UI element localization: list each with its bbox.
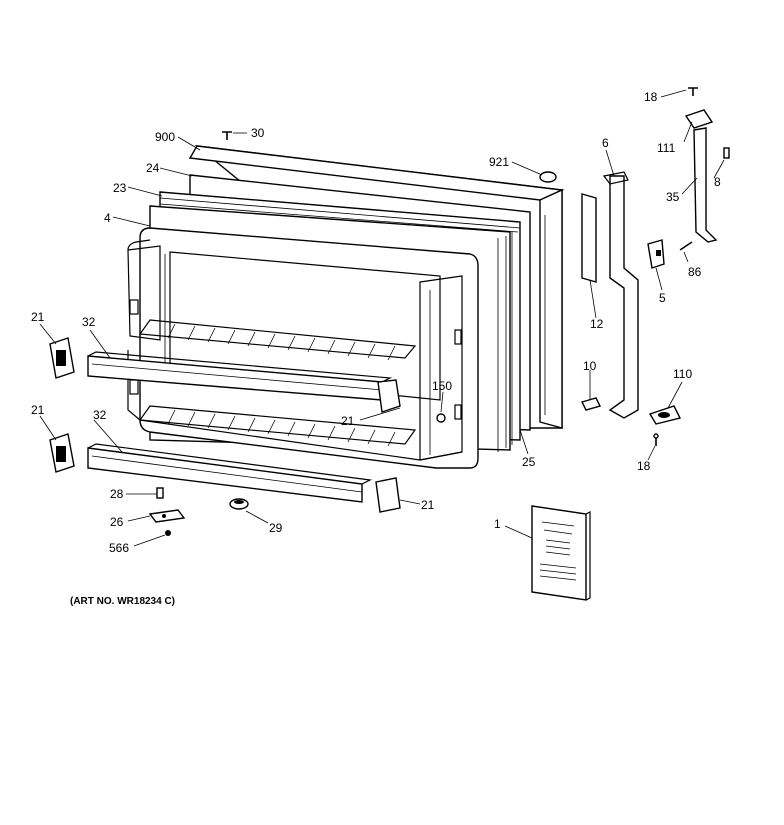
screw-86 [679, 241, 693, 251]
hinge-5 [647, 239, 665, 269]
plug-29 [229, 498, 249, 510]
label-4: 4 [104, 211, 111, 225]
end-cap-left-lower [49, 433, 75, 473]
hinge-110 [648, 405, 682, 425]
plug-921 [539, 171, 557, 183]
label-86: 86 [688, 265, 702, 279]
label-900: 900 [155, 130, 175, 144]
handle-35 [693, 127, 718, 243]
pin-8 [723, 147, 730, 159]
label-6: 6 [602, 136, 609, 150]
label-110: 110 [673, 367, 692, 381]
label-21-left-upper: 21 [31, 310, 45, 324]
art-number: (ART NO. WR18234 C) [70, 596, 175, 607]
label-18-top: 18 [644, 90, 658, 104]
label-32-lower: 32 [93, 408, 107, 422]
label-23: 23 [113, 181, 127, 195]
shelf-bar-lower [87, 443, 373, 503]
screw-18-bottom [653, 433, 659, 446]
label-150: 150 [432, 379, 452, 393]
label-12: 12 [590, 317, 604, 331]
label-21-left-lower: 21 [31, 403, 45, 417]
label-111: 111 [657, 141, 676, 155]
screw-30 [222, 131, 232, 140]
hinge-26 [148, 509, 186, 523]
label-28: 28 [110, 487, 124, 501]
label-26: 26 [110, 515, 124, 529]
label-566: 566 [109, 541, 129, 555]
end-cap-left-upper [49, 337, 75, 379]
label-35: 35 [666, 190, 680, 204]
screw-28 [156, 487, 164, 499]
end-cap-right-lower [375, 477, 401, 513]
screw-18-top [688, 87, 698, 96]
label-29: 29 [269, 521, 283, 535]
owners-manual [531, 505, 591, 601]
bracket-111 [684, 109, 714, 129]
label-18-bottom: 18 [637, 459, 651, 473]
bracket-10 [580, 397, 602, 411]
label-5: 5 [659, 291, 666, 305]
label-30: 30 [251, 126, 265, 140]
label-921: 921 [489, 155, 509, 169]
label-25: 25 [522, 455, 536, 469]
leader-lines [39, 89, 725, 547]
shelf-bar-upper [87, 351, 401, 413]
label-32-upper: 32 [82, 315, 96, 329]
hinge-bar-6 [602, 171, 639, 419]
label-21-right: 21 [421, 498, 435, 512]
screw-566 [165, 530, 171, 536]
strip-12 [581, 193, 597, 283]
label-10: 10 [583, 359, 597, 373]
label-21-mid: 21 [341, 414, 355, 428]
part-150 [436, 413, 446, 423]
part-labels: 18 111 8 35 900 30 24 921 6 23 4 86 5 12… [31, 90, 721, 555]
label-24: 24 [146, 161, 160, 175]
label-1: 1 [494, 517, 501, 531]
inner-door-liner [127, 227, 479, 469]
label-8: 8 [714, 175, 721, 189]
